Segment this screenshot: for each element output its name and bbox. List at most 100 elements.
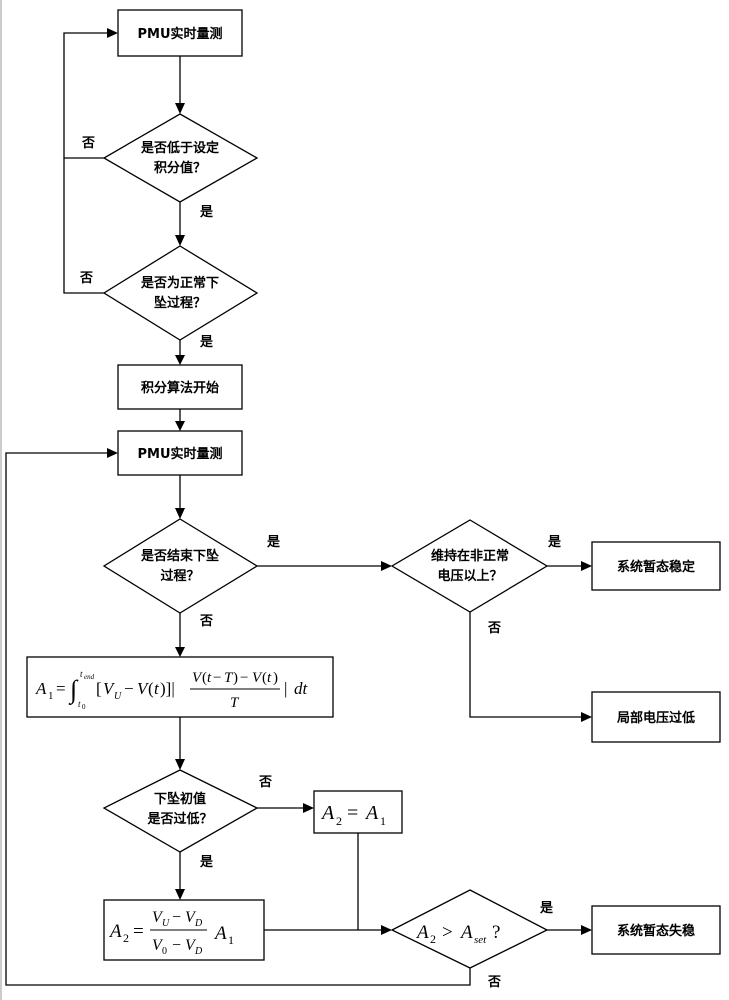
svg-text:V: V bbox=[137, 679, 150, 698]
result-unstable-label: 系统暂态失稳 bbox=[617, 923, 695, 939]
check-initial-label-2: 是否过低？ bbox=[146, 811, 212, 827]
svg-text:−: − bbox=[240, 670, 248, 686]
check-end-diamond bbox=[102, 518, 259, 614]
svg-text:0: 0 bbox=[162, 946, 167, 957]
svg-text:U: U bbox=[114, 691, 122, 702]
label-no-5: 否 bbox=[258, 775, 272, 790]
check-end-label-2: 过程？ bbox=[160, 568, 199, 584]
svg-text:=: = bbox=[56, 679, 66, 698]
svg-text:0: 0 bbox=[82, 703, 86, 711]
svg-text:end: end bbox=[84, 673, 95, 681]
svg-text:|: | bbox=[284, 679, 287, 698]
check-above-label-1: 维持在非正常 bbox=[431, 548, 509, 564]
check-integral-diamond bbox=[102, 113, 259, 203]
arrow-head bbox=[175, 508, 185, 519]
svg-text:1: 1 bbox=[48, 690, 54, 702]
edge-compare-no-loop bbox=[5, 452, 471, 986]
pmu-measure-box-2 bbox=[117, 430, 243, 476]
integral-start-box bbox=[117, 364, 243, 410]
check-integral-label-2: 积分值？ bbox=[154, 160, 206, 176]
arrow-head bbox=[381, 925, 392, 935]
label-no-2: 否 bbox=[79, 271, 93, 286]
arrow-head bbox=[581, 712, 592, 722]
check-normal-label-1: 是否为正常下 bbox=[140, 275, 219, 291]
result-stable-label: 系统暂态稳定 bbox=[617, 559, 695, 575]
label-no-3: 否 bbox=[487, 621, 501, 636]
arrow-head bbox=[175, 355, 185, 365]
check-initial-label-1: 下坠初值 bbox=[154, 791, 206, 807]
svg-text:D: D bbox=[194, 946, 203, 957]
check-initial-diamond bbox=[102, 769, 259, 853]
svg-text:?: ? bbox=[492, 922, 500, 943]
svg-text:t: t bbox=[207, 670, 212, 686]
svg-text:D: D bbox=[194, 918, 203, 929]
result-stable-box bbox=[591, 541, 721, 591]
arrow-head bbox=[175, 421, 185, 431]
arrow-head bbox=[381, 561, 392, 571]
label-no-1: 否 bbox=[81, 136, 95, 151]
svg-text:−: − bbox=[172, 909, 181, 926]
svg-text:t: t bbox=[267, 670, 272, 686]
svg-text:t: t bbox=[80, 669, 83, 679]
svg-text:dt: dt bbox=[294, 679, 309, 698]
edge-check-normal-no-loop bbox=[63, 158, 104, 294]
integral-start-label: 积分算法开始 bbox=[141, 380, 219, 396]
a2-scaled-formula: A 2 = V U − V D V 0 − V D A 1 bbox=[108, 909, 234, 957]
pmu-measure-label-1: PMU实时量测 bbox=[137, 26, 222, 42]
svg-text:A: A bbox=[415, 922, 429, 943]
arrow-head bbox=[175, 235, 185, 246]
svg-text:(: ( bbox=[148, 679, 154, 698]
check-integral-label-1: 是否低于设定 bbox=[140, 140, 219, 156]
svg-text:[: [ bbox=[96, 679, 102, 698]
arrow-head bbox=[175, 889, 185, 900]
svg-text:t: t bbox=[154, 679, 160, 698]
svg-text:(: ( bbox=[262, 670, 267, 686]
result-unstable-box bbox=[591, 905, 721, 955]
svg-text:V: V bbox=[103, 679, 116, 698]
svg-text:∫: ∫ bbox=[68, 675, 79, 705]
svg-text:>: > bbox=[442, 922, 453, 943]
edge-check-integral-no-loop bbox=[63, 32, 108, 159]
check-normal-diamond bbox=[102, 245, 259, 341]
svg-text:2: 2 bbox=[430, 932, 436, 946]
arrow-head bbox=[175, 103, 185, 114]
svg-text:): ) bbox=[273, 670, 278, 686]
label-no-6: 否 bbox=[487, 975, 501, 990]
svg-text:A: A bbox=[364, 802, 379, 824]
svg-text:=: = bbox=[347, 802, 358, 824]
arrow-head bbox=[107, 28, 118, 38]
svg-text:A: A bbox=[459, 922, 473, 943]
label-yes-3: 是 bbox=[266, 535, 281, 550]
check-above-diamond bbox=[390, 519, 549, 613]
svg-text:V: V bbox=[185, 937, 197, 954]
arrow-head bbox=[175, 759, 185, 770]
svg-text:1: 1 bbox=[228, 933, 234, 947]
svg-text:=: = bbox=[133, 921, 144, 942]
svg-text:A: A bbox=[108, 921, 122, 942]
check-normal-label-2: 坠过程？ bbox=[154, 295, 206, 311]
svg-text:A: A bbox=[213, 923, 227, 944]
svg-text:)]|: )]| bbox=[160, 679, 175, 698]
check-above-label-2: 电压以上？ bbox=[437, 568, 502, 584]
a2-equals-a1-formula: A 2 = A 1 bbox=[320, 802, 386, 828]
arrow-head bbox=[581, 925, 592, 935]
label-yes-2: 是 bbox=[199, 335, 214, 350]
label-yes-4: 是 bbox=[547, 535, 562, 550]
svg-text:2: 2 bbox=[123, 931, 129, 945]
pmu-measure-label-2: PMU实时量测 bbox=[137, 446, 222, 462]
svg-text:V: V bbox=[185, 909, 197, 926]
check-end-label-1: 是否结束下坠 bbox=[140, 548, 219, 564]
result-local-low-box bbox=[591, 691, 721, 743]
svg-text:1: 1 bbox=[380, 814, 386, 828]
svg-text:A: A bbox=[35, 679, 47, 698]
result-local-low-label: 局部电压过低 bbox=[617, 710, 695, 726]
label-yes-5: 是 bbox=[199, 855, 214, 870]
svg-text:V: V bbox=[152, 909, 164, 926]
svg-text:−: − bbox=[124, 679, 134, 698]
compare-formula: A 2 > A set ? bbox=[415, 922, 500, 946]
arrow-head bbox=[107, 448, 118, 458]
svg-text:V: V bbox=[192, 670, 203, 686]
svg-text:): ) bbox=[233, 670, 238, 686]
svg-text:t: t bbox=[78, 699, 81, 709]
arrow-head bbox=[581, 561, 592, 571]
